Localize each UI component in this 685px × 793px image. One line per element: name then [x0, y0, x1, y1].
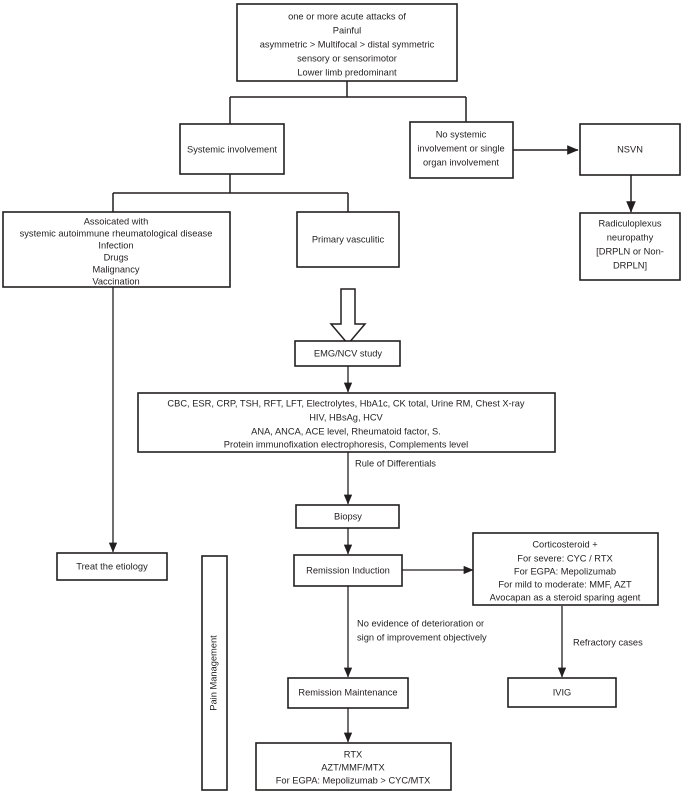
node-corticosteroid-line-0: Corticosteroid +: [532, 539, 597, 549]
node-presentation-line-0: one or more acute attacks of: [288, 11, 406, 21]
node-laboratory-panel[interactable]: CBC, ESR, CRP, TSH, RFT, LFT, Electrolyt…: [137, 392, 556, 453]
node-primary-vasculitic-label: Primary vasculitic: [312, 234, 385, 244]
node-corticosteroid-line-4: Avocapan as a steroid sparing agent: [490, 592, 641, 602]
node-treat-the-etiology[interactable]: Treat the etiology: [56, 552, 168, 581]
node-maintenance-drugs[interactable]: RTX AZT/MMF/MTX For EGPA: Mepolizumab > …: [255, 742, 452, 791]
node-remission-maintenance[interactable]: Remission Maintenance: [287, 677, 409, 709]
node-radiculoplexus-line-3: DRPLN]: [613, 260, 647, 270]
node-no-systemic-line-0: No systemic: [436, 129, 487, 139]
edge-label-refractory-cases: Refractory cases: [573, 637, 643, 647]
node-biopsy-label: Biopsy: [334, 511, 362, 521]
node-radiculoplexus-neuropathy[interactable]: Radiculoplexus neuropathy [DRPLN or Non-…: [579, 212, 681, 281]
node-radiculoplexus-line-1: neuropathy: [607, 232, 654, 242]
node-associated-line-3: Drugs: [104, 252, 129, 262]
edge-label-no-evidence-line-2: sign of improvement objectively: [357, 632, 487, 642]
node-labs-line-0: CBC, ESR, CRP, TSH, RFT, LFT, Electrolyt…: [167, 398, 525, 408]
node-radiculoplexus-line-2: [DRPLN or Non-: [596, 246, 664, 256]
node-ivig-label: IVIG: [553, 687, 572, 697]
node-presentation[interactable]: one or more acute attacks of Painful asy…: [236, 3, 458, 82]
node-primary-vasculitic[interactable]: Primary vasculitic: [296, 211, 400, 268]
node-labs-line-2: ANA, ANCA, ACE level, Rheumatoid factor,…: [251, 426, 441, 436]
node-associated-with[interactable]: Assoicated with systemic autoimmune rheu…: [2, 211, 231, 288]
node-corticosteroid-line-1: For severe: CYC / RTX: [517, 553, 612, 563]
node-associated-line-0: Assoicated with: [84, 216, 149, 226]
node-presentation-line-3: sensory or sensorimotor: [297, 53, 397, 63]
node-associated-line-5: Vaccination: [92, 276, 139, 286]
node-corticosteroid-line-2: For EGPA: Mepolizumab: [514, 566, 616, 576]
node-labs-line-1: HIV, HBsAg, HCV: [309, 412, 383, 422]
node-associated-line-4: Malignancy: [92, 264, 139, 274]
node-no-systemic-involvement[interactable]: No systemic involvement or single organ …: [409, 121, 514, 179]
node-remission-induction[interactable]: Remission Induction: [293, 554, 403, 587]
node-ivig[interactable]: IVIG: [507, 677, 617, 708]
node-emg-ncv-study[interactable]: EMG/NCV study: [294, 340, 401, 367]
edge-label-rule-of-differentials: Rule of Differentials: [355, 458, 436, 468]
node-presentation-line-1: Painful: [333, 25, 361, 35]
node-associated-line-1: systemic autoimmune rheumatological dise…: [20, 228, 213, 238]
node-pain-management[interactable]: Pain Management: [201, 555, 228, 791]
node-radiculoplexus-line-0: Radiculoplexus: [598, 218, 661, 228]
node-remission-maintenance-label: Remission Maintenance: [298, 687, 397, 697]
node-no-systemic-line-1: involvement or single: [417, 143, 504, 153]
node-nsvn[interactable]: NSVN: [579, 123, 681, 176]
node-associated-line-2: Infection: [98, 240, 133, 250]
node-systemic-involvement[interactable]: Systemic involvement: [179, 123, 285, 175]
node-biopsy[interactable]: Biopsy: [295, 504, 400, 529]
node-systemic-involvement-label: Systemic involvement: [187, 144, 277, 154]
node-nsvn-label: NSVN: [617, 144, 643, 154]
edge-label-no-evidence-line-1: No evidence of deterioration or: [357, 618, 484, 628]
node-pain-management-label: Pain Management: [208, 635, 218, 711]
node-no-systemic-line-2: organ involvement: [423, 157, 499, 167]
node-corticosteroid-regimen[interactable]: Corticosteroid + For severe: CYC / RTX F…: [472, 532, 659, 606]
node-remission-induction-label: Remission Induction: [306, 565, 390, 575]
node-treat-etiology-label: Treat the etiology: [76, 561, 148, 571]
node-presentation-line-4: Lower limb predominant: [297, 67, 397, 77]
node-maintenance-drugs-line-2: For EGPA: Mepolizumab > CYC/MTX: [276, 775, 431, 785]
node-labs-line-3: Protein immunofixation electrophoresis, …: [224, 439, 468, 449]
big-arrow-to-emg: [329, 288, 367, 346]
node-corticosteroid-line-3: For mild to moderate: MMF, AZT: [498, 579, 632, 589]
node-maintenance-drugs-line-1: AZT/MMF/MTX: [321, 762, 385, 772]
node-presentation-line-2: asymmetric > Multifocal > distal symmetr…: [260, 39, 435, 49]
node-maintenance-drugs-line-0: RTX: [344, 749, 362, 759]
node-emg-ncv-label: EMG/NCV study: [314, 348, 383, 358]
